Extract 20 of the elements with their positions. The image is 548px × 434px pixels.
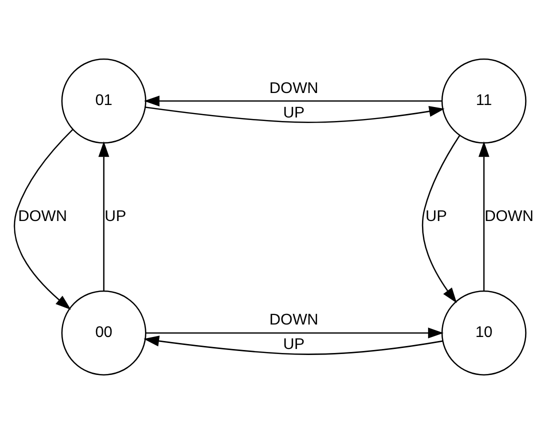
node-circle: 10 xyxy=(441,290,526,376)
edge-label: UP xyxy=(104,208,126,225)
edge-label: DOWN xyxy=(269,312,318,329)
node-circle: 01 xyxy=(61,58,146,144)
edge-label: UP xyxy=(426,208,447,225)
edge-label: UP xyxy=(283,104,305,122)
edge-label: UP xyxy=(283,336,305,354)
arrow xyxy=(145,106,445,123)
arrow xyxy=(478,141,490,292)
edge-label: DOWN xyxy=(484,208,534,225)
arrow xyxy=(422,135,460,304)
edge-label: DOWN xyxy=(269,80,318,97)
arrow xyxy=(146,328,444,338)
arrow xyxy=(14,129,74,310)
node-circle: 11 xyxy=(441,58,526,144)
node-circle: 00 xyxy=(61,290,146,376)
arrow xyxy=(144,96,442,106)
edge-label: DOWN xyxy=(18,208,68,225)
arrow xyxy=(144,336,443,355)
arrow xyxy=(98,141,110,292)
